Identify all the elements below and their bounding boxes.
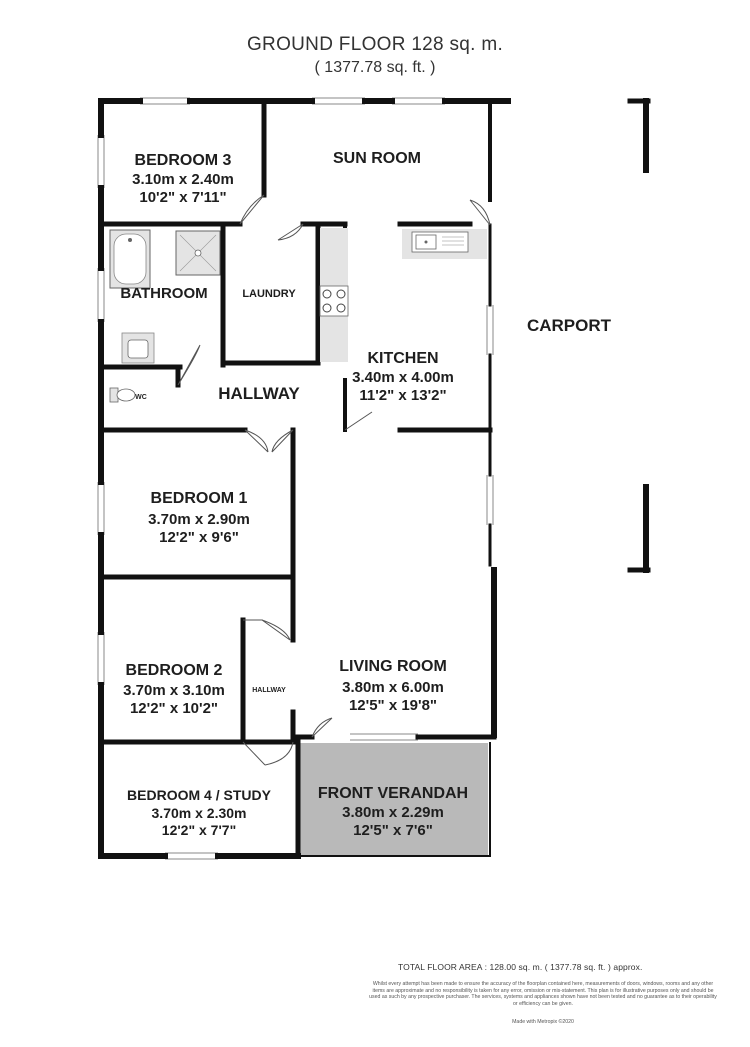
- bedroom4-imperial: 12'2" x 7'7": [162, 822, 236, 838]
- floor-area-subtitle: ( 1377.78 sq. ft. ): [314, 59, 436, 76]
- kitchen-imperial: 11'2" x 13'2": [359, 387, 446, 404]
- floor-title: GROUND FLOOR 128 sq. m.: [246, 34, 504, 55]
- made-with-credit: Made with Metropix ©2020: [512, 1019, 574, 1025]
- door-hallway-bathroom: [177, 344, 201, 386]
- room-labels: BEDROOM 3 3.10m x 2.40m 10'2" x 7'11" SU…: [120, 150, 611, 839]
- bedroom2-metric: 3.70m x 3.10m: [123, 682, 225, 699]
- bedroom1-metric: 3.70m x 2.90m: [148, 511, 250, 528]
- bedroom1-name: BEDROOM 1: [151, 490, 248, 507]
- toilet-icon: [109, 387, 136, 403]
- hallway-name: HALLWAY: [218, 384, 300, 403]
- window-kitchen-right: [486, 305, 494, 355]
- verandah-metric: 3.80m x 2.29m: [342, 804, 444, 821]
- door-kitchen-hall: [344, 411, 373, 431]
- window-bathroom-left: [97, 268, 105, 322]
- shower-icon: [175, 230, 221, 276]
- living-room-metric: 3.80m x 6.00m: [342, 679, 444, 696]
- living-room-name: LIVING ROOM: [339, 658, 447, 675]
- doors: [177, 194, 491, 766]
- front-verandah-area: [298, 743, 488, 855]
- bedroom4-metric: 3.70m x 2.30m: [152, 805, 247, 821]
- window-living-right: [486, 475, 494, 525]
- bedroom1-imperial: 12'2" x 9'6": [159, 529, 239, 546]
- door-sunroom-carport: [469, 199, 491, 226]
- verandah-name: FRONT VERANDAH: [318, 785, 468, 802]
- door-sunroom-laundry: [277, 223, 304, 241]
- window-living-bottom: [350, 733, 418, 741]
- living-room-imperial: 12'5" x 19'8": [349, 697, 437, 714]
- window-sunroom-top-2: [392, 97, 445, 105]
- disclaimer-text: Whilst every attempt has been made to en…: [369, 981, 717, 1007]
- total-floor-area: TOTAL FLOOR AREA : 128.00 sq. m. ( 1377.…: [398, 962, 643, 972]
- door-sunroom-bedroom3: [239, 194, 265, 225]
- bedroom2-name: BEDROOM 2: [126, 662, 223, 679]
- bedroom3-name: BEDROOM 3: [135, 152, 232, 169]
- bathroom-name: BATHROOM: [120, 285, 207, 302]
- carport-name: CARPORT: [527, 316, 612, 335]
- door-bedroom2: [243, 619, 291, 641]
- door-hallway-living: [271, 429, 294, 453]
- window-bedroom3-left: [97, 135, 105, 188]
- stove-icon: [319, 228, 349, 362]
- kitchen-name: KITCHEN: [367, 350, 438, 367]
- window-bedroom4-bottom: [165, 852, 218, 860]
- windows: [97, 97, 494, 860]
- kitchen-metric: 3.40m x 4.00m: [352, 369, 454, 386]
- window-bedroom2-left: [97, 632, 105, 685]
- verandah-imperial: 12'5" x 7'6": [353, 822, 433, 839]
- bathtub-icon: [109, 229, 151, 289]
- fixtures: [109, 228, 487, 403]
- small-hallway-name: HALLWAY: [252, 687, 286, 694]
- door-hallway-bedroom1: [244, 429, 269, 453]
- bedroom3-imperial: 10'2" x 7'11": [139, 189, 226, 206]
- bathroom-sink-icon: [121, 332, 155, 364]
- window-sunroom-top-1: [312, 97, 365, 105]
- door-bedroom4: [242, 741, 294, 766]
- sunroom-name: SUN ROOM: [333, 150, 421, 167]
- wc-name: WC: [135, 394, 147, 401]
- walls: [98, 98, 651, 859]
- bedroom3-metric: 3.10m x 2.40m: [132, 171, 234, 188]
- window-bedroom1-left: [97, 482, 105, 535]
- laundry-name: LAUNDRY: [242, 288, 296, 300]
- kitchen-sink-icon: [402, 229, 487, 259]
- door-verandah: [311, 717, 333, 738]
- bedroom2-imperial: 12'2" x 10'2": [130, 700, 218, 717]
- bedroom4-name: BEDROOM 4 / STUDY: [127, 787, 272, 803]
- window-bedroom3-top: [140, 97, 190, 105]
